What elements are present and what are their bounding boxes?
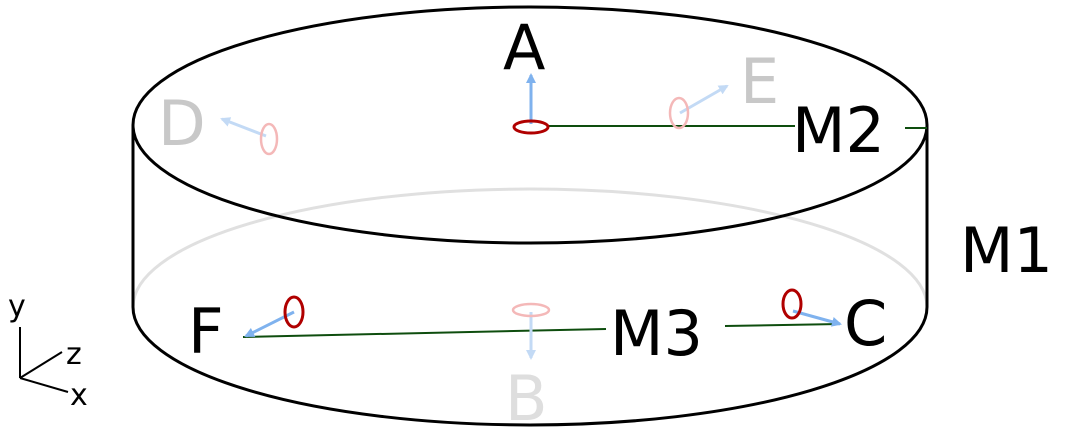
arrow-c bbox=[792, 309, 842, 327]
label-b: B bbox=[505, 362, 548, 430]
label-e: E bbox=[740, 45, 779, 118]
axis-x-label: x bbox=[70, 378, 88, 413]
label-c: C bbox=[844, 287, 887, 360]
ring-c bbox=[781, 288, 803, 320]
label-a: A bbox=[503, 11, 545, 84]
ring-f bbox=[283, 295, 305, 329]
label-m3: M3 bbox=[610, 297, 703, 370]
arrow-d bbox=[220, 117, 267, 138]
ring-b bbox=[511, 302, 551, 318]
axis-z-label: z bbox=[66, 337, 82, 372]
link-f-m3 bbox=[242, 328, 607, 338]
ring-a bbox=[512, 119, 550, 135]
label-m1: M1 bbox=[960, 214, 1053, 287]
top-ellipse bbox=[131, 5, 929, 245]
bottom-ellipse-back-edge bbox=[131, 187, 929, 308]
label-f: F bbox=[188, 295, 224, 368]
ring-d bbox=[259, 122, 279, 156]
axis-y-label: y bbox=[8, 289, 26, 324]
axis-z-line bbox=[19, 351, 63, 379]
link-m3-c bbox=[724, 323, 841, 327]
ring-e bbox=[668, 96, 690, 130]
axis-x-line bbox=[19, 377, 69, 393]
bottom-ellipse-front-edge bbox=[131, 306, 929, 427]
label-m2: M2 bbox=[792, 94, 885, 167]
axes-indicator: y z x bbox=[8, 289, 88, 413]
label-d: D bbox=[158, 87, 206, 160]
